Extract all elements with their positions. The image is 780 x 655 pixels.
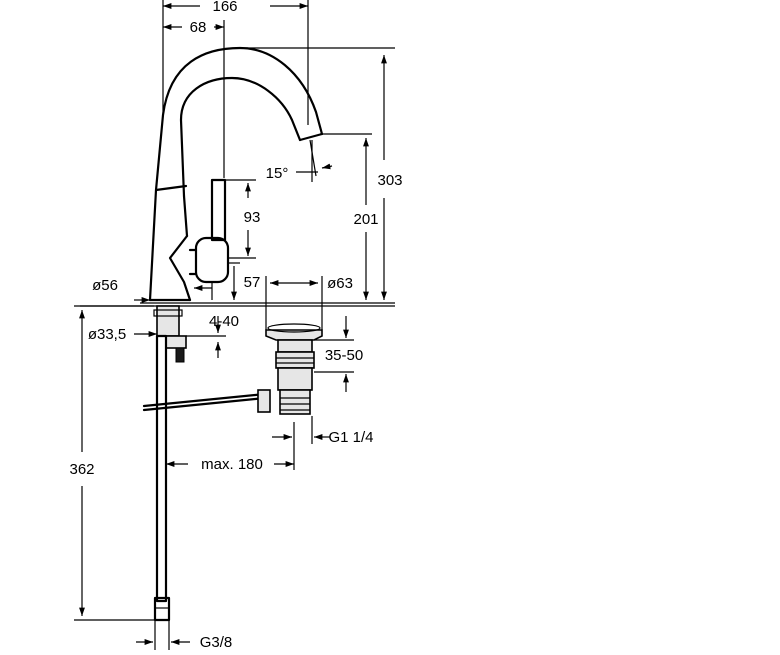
- dim-total-height: 303: [377, 172, 402, 189]
- dim-spout-height: 201: [353, 211, 378, 228]
- dim-waste-thread: G1 1/4: [328, 429, 373, 446]
- supply-hose: [153, 334, 171, 622]
- dim-overall-reach: 166: [212, 0, 237, 15]
- dim-lever-base: 57: [244, 274, 261, 291]
- dim-hole-diameter: ø33,5: [88, 326, 126, 343]
- dim-hose-length: 362: [69, 461, 94, 478]
- dim-spout-offset: 68: [190, 19, 207, 36]
- dim-plug-range: 35-50: [325, 347, 363, 364]
- dim-deck-thickness: 4-40: [209, 313, 239, 330]
- dim-hose-thread: G3/8: [200, 634, 233, 650]
- dim-lever-height: 93: [244, 209, 261, 226]
- waste-plug: [265, 323, 323, 415]
- dim-waste-diameter: ø63: [327, 275, 353, 292]
- popup-rod: [142, 389, 271, 413]
- dim-body-diameter: ø56: [92, 277, 118, 294]
- fixing-assembly: [153, 305, 187, 363]
- faucet-body: [148, 46, 324, 302]
- dim-spout-angle: 15°: [266, 165, 289, 182]
- dim-rod-reach: max. 180: [201, 456, 263, 473]
